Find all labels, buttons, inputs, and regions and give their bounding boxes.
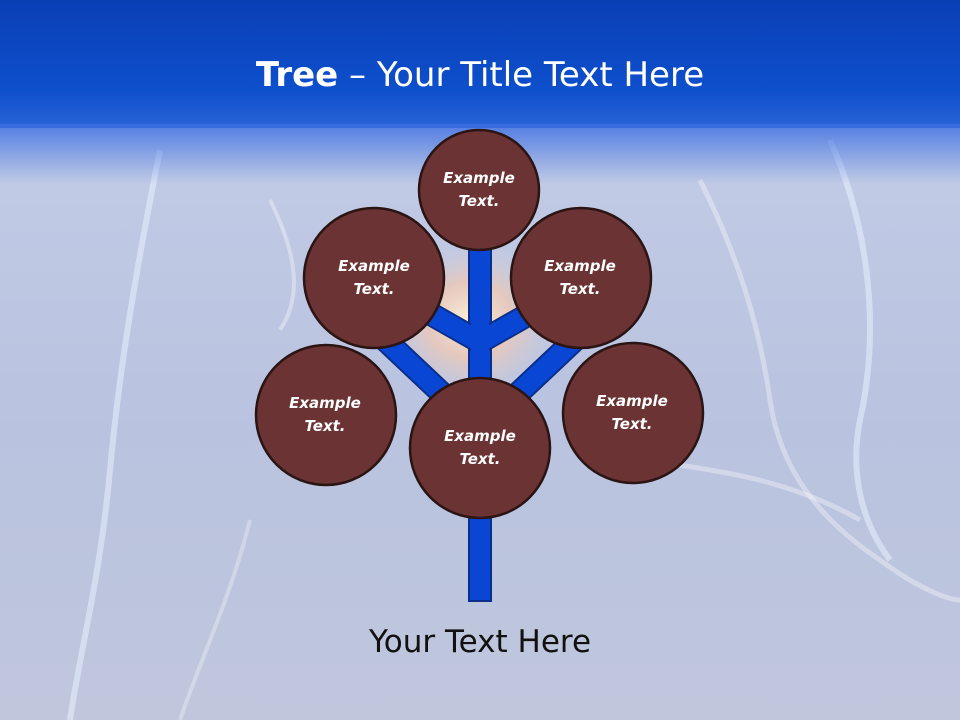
node-label-line2: Text. <box>353 280 395 298</box>
title-bar <box>0 0 960 128</box>
node-upper-left <box>302 206 446 350</box>
node-label-line2: Text. <box>559 280 601 298</box>
tree-nodes <box>254 128 705 520</box>
title-bold: Tree <box>255 55 339 95</box>
node-label-center: Example Text. <box>420 425 540 471</box>
node-label-line1: Example <box>444 427 516 445</box>
node-label-line2: Text. <box>304 417 346 435</box>
node-top <box>417 128 541 252</box>
node-label-top: Example Text. <box>419 167 539 213</box>
node-label-line1: Example <box>443 169 515 187</box>
node-lower-left <box>254 343 398 487</box>
node-label-line1: Example <box>289 394 361 412</box>
node-label-line1: Example <box>338 257 410 275</box>
node-label-line2: Text. <box>611 415 653 433</box>
node-label-upper-left: Example Text. <box>314 255 434 301</box>
node-upper-right <box>509 206 653 350</box>
node-lower-right <box>561 341 705 485</box>
node-label-line1: Example <box>544 257 616 275</box>
node-label-lower-left: Example Text. <box>265 392 385 438</box>
node-center <box>408 376 552 520</box>
slide-title: Tree – Your Title Text Here <box>0 54 960 96</box>
node-label-upper-right: Example Text. <box>520 255 640 301</box>
node-label-lower-right: Example Text. <box>572 390 692 436</box>
node-label-line2: Text. <box>458 192 500 210</box>
node-label-line2: Text. <box>459 450 501 468</box>
node-label-line1: Example <box>596 392 668 410</box>
footer-text: Your Text Here <box>368 624 592 660</box>
title-rest: Your Title Text Here <box>376 55 705 95</box>
title-dash: – <box>338 55 377 95</box>
